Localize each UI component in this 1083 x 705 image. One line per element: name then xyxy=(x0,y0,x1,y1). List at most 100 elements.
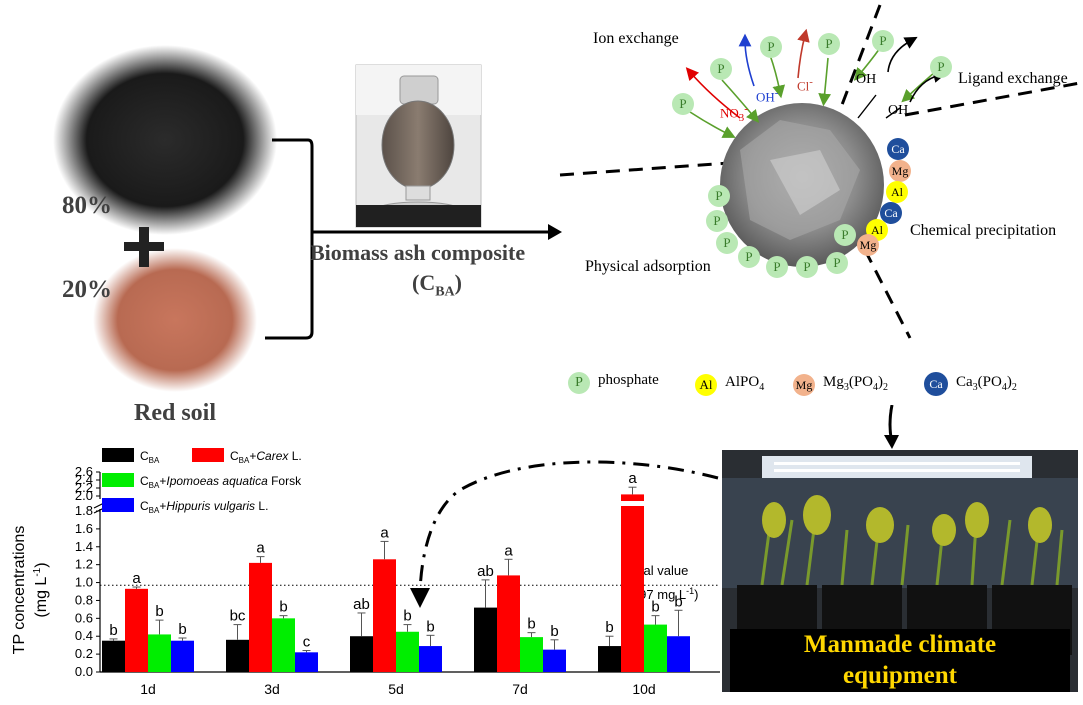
oh-ligand-1: OH xyxy=(856,72,877,87)
hydroxide-out-arrow-1 xyxy=(887,36,918,73)
phosphate-particle: P xyxy=(796,256,818,278)
phosphate-legend-icon: P xyxy=(568,372,590,394)
phosphate-in-arrow-6 xyxy=(901,71,936,103)
phosphate-in-arrow-2 xyxy=(721,79,760,123)
biomass-percent: 80% xyxy=(62,192,112,219)
bar xyxy=(667,636,690,672)
mg3po42-legend-label: Mg3(PO4)2 xyxy=(823,374,889,393)
y-tick-label: 2.2 xyxy=(75,480,93,495)
bar xyxy=(621,494,644,672)
bar-break-gap xyxy=(620,501,645,506)
bar xyxy=(474,607,497,672)
mg-particle: Mg xyxy=(889,160,911,182)
red-soil-label: Red soil xyxy=(134,400,217,426)
phosphate-particle: P xyxy=(706,210,728,232)
y-tick-label: 1.6 xyxy=(75,521,93,536)
bar xyxy=(644,624,667,672)
y-tick-label: 2.4 xyxy=(75,472,93,487)
y-tick-label: 1.0 xyxy=(75,575,93,590)
phosphate-particle: P xyxy=(826,252,848,274)
bar xyxy=(396,631,419,672)
red-soil-percent: 20% xyxy=(62,276,112,303)
significance-letter: b xyxy=(605,619,613,636)
y-tick-label: 1.8 xyxy=(75,503,93,518)
legend-label: CBA xyxy=(140,449,160,465)
phosphate-in-arrow-1 xyxy=(689,111,736,138)
bar xyxy=(249,562,272,672)
legend-swatch xyxy=(192,448,224,462)
significance-letter: b xyxy=(155,603,163,620)
y-tick-label: 0.0 xyxy=(75,664,93,679)
y-tick-label: 0.4 xyxy=(75,628,93,643)
ligand-bond-2 xyxy=(885,107,901,119)
bar xyxy=(171,640,194,672)
phosphate-particle: P xyxy=(672,93,694,115)
significance-letter: a xyxy=(256,540,265,557)
hydroxide-out-arrow-2 xyxy=(909,70,947,103)
red-soil-image xyxy=(93,248,257,392)
down-arrow-icon xyxy=(884,405,899,449)
x-tick-label: 3d xyxy=(264,681,280,697)
hydroxide-ion: OH- xyxy=(756,87,779,105)
significance-letter: b xyxy=(426,618,434,635)
chloride-release-arrow xyxy=(797,28,810,79)
bar xyxy=(520,637,543,672)
oh-ligand-2: OH xyxy=(888,103,909,118)
left-panel-graphics xyxy=(53,45,562,392)
y-axis-unit: (mg L-1) xyxy=(32,562,50,617)
equipment-label-line1: Manmade climate xyxy=(803,631,997,658)
significance-letter: a xyxy=(132,570,141,587)
ligand-exchange-label: Ligand exchange xyxy=(958,70,1068,87)
composite-label: Biomass ash composite xyxy=(310,240,526,265)
mg-particle: Mg xyxy=(857,234,879,256)
legend-label: CBA+Carex L. xyxy=(230,449,302,465)
significance-letter: b xyxy=(651,599,659,616)
species-legend: P phosphate Al AlPO4 Mg Mg3(PO4)2 Ca Ca3… xyxy=(568,368,1078,404)
x-tick-label: 7d xyxy=(512,681,528,697)
bar xyxy=(226,639,249,672)
ca-legend-icon: Ca xyxy=(924,372,948,396)
significance-letter: b xyxy=(527,616,535,633)
flask-photo xyxy=(355,64,482,228)
chloride-ion: Cl- xyxy=(797,76,813,94)
phosphate-particle: P xyxy=(930,56,952,78)
physical-adsorption-label: Physical adsorption xyxy=(585,258,711,275)
ca3po42-legend-label: Ca3(PO4)2 xyxy=(956,374,1017,393)
legend-swatch xyxy=(102,448,134,462)
significance-letter: c xyxy=(303,634,311,651)
ion-exchange-label: Ion exchange xyxy=(593,30,679,47)
significance-letter: ab xyxy=(353,596,370,613)
legend-label: CBA+Hippuris vulgaris L. xyxy=(140,499,268,515)
phosphate-particle: P xyxy=(710,58,732,80)
curved-dashed-arrow xyxy=(410,460,719,608)
bar xyxy=(350,636,373,672)
chemical-precipitation-label: Chemical precipitation xyxy=(910,222,1057,239)
bar xyxy=(295,652,318,672)
significance-letter: b xyxy=(178,621,186,638)
phosphate-particle: P xyxy=(872,30,894,52)
y-axis-label: TP concentrations xyxy=(11,526,28,655)
phosphate-particle: P xyxy=(708,185,730,207)
bar xyxy=(598,646,621,672)
bar xyxy=(272,618,295,672)
al-particle: Al xyxy=(886,181,908,203)
bar xyxy=(102,640,125,672)
equipment-label-box: Manmade climate equipment xyxy=(730,629,1070,692)
bar xyxy=(125,588,148,672)
bar xyxy=(419,646,442,672)
tp-chart-svg: 0.00.20.40.60.81.01.21.41.61.82.02.22.42… xyxy=(11,448,720,697)
significance-letter: a xyxy=(504,542,513,559)
y-tick-label: 2.0 xyxy=(75,488,93,503)
hydroxide-release-arrow xyxy=(738,33,755,87)
x-tick-label: 1d xyxy=(140,681,156,697)
phosphate-particle: P xyxy=(738,246,760,268)
nitrate-ion: NO3- xyxy=(720,103,748,124)
phosphate-in-arrow-4 xyxy=(818,57,832,107)
phosphate-particle: P xyxy=(818,33,840,55)
y-tick-label: 1.2 xyxy=(75,557,93,572)
composite-abbr: (CBA) xyxy=(412,270,462,300)
x-tick-label: 10d xyxy=(632,681,655,697)
phosphate-particle: P xyxy=(766,256,788,278)
phosphate-particle: P xyxy=(760,36,782,58)
